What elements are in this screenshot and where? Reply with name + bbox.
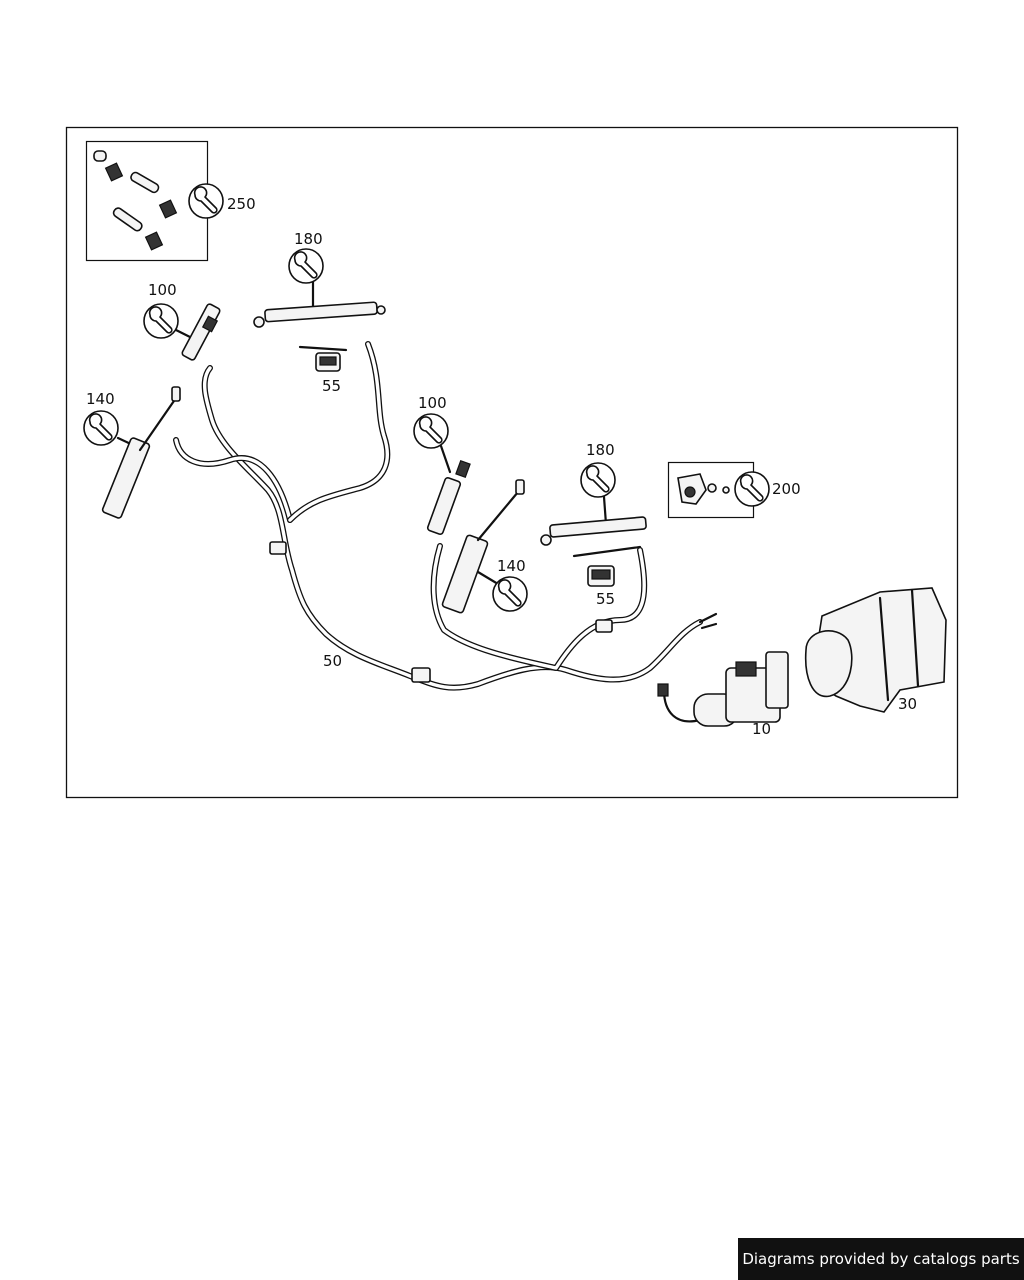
callout-55-upper: 55 xyxy=(322,377,341,395)
wrench-icon xyxy=(580,462,616,498)
wiring-harness-50: 50 xyxy=(173,341,718,691)
callout-180-middle: 180 xyxy=(586,441,615,459)
kit-200-inset: 200 xyxy=(667,461,801,519)
pump-unit-10: 10 xyxy=(657,651,789,738)
callout-100-middle: 100 xyxy=(418,394,447,412)
sensor-140-middle: 140 xyxy=(441,479,528,614)
diagram-frame xyxy=(65,126,959,799)
callout-55-middle: 55 xyxy=(596,590,615,608)
wrench-icon xyxy=(83,410,119,446)
wrench-icon xyxy=(413,413,449,449)
kit-250-inset: 250 xyxy=(85,140,256,262)
actuator-100-middle: 100 xyxy=(413,394,471,536)
callout-140-upper: 140 xyxy=(86,390,115,408)
sensor-140-upper: 140 xyxy=(83,386,181,519)
callout-180-upper: 180 xyxy=(294,230,323,248)
callout-100-upper: 100 xyxy=(148,281,177,299)
actuator-100-upper: 100 xyxy=(143,281,221,361)
wrench-icon xyxy=(188,183,224,219)
callout-30: 30 xyxy=(898,695,917,713)
reservoir-30: 30 xyxy=(804,587,947,713)
clip-55-middle: 55 xyxy=(587,565,615,608)
callout-50: 50 xyxy=(323,652,342,670)
wrench-icon xyxy=(492,576,528,612)
callout-250: 250 xyxy=(227,195,256,213)
footer-credit: Diagrams provided by catalogs parts xyxy=(738,1238,1024,1280)
rod-180-upper: 180 xyxy=(253,230,386,328)
wrench-icon xyxy=(143,303,179,339)
callout-140-middle: 140 xyxy=(497,557,526,575)
callout-10: 10 xyxy=(752,720,771,738)
clip-55-upper: 55 xyxy=(298,345,348,395)
rod-180-middle: 180 xyxy=(540,441,647,558)
pin-part xyxy=(93,150,178,251)
wrench-icon xyxy=(288,248,324,284)
callout-200: 200 xyxy=(772,480,801,498)
wrench-icon xyxy=(734,471,770,507)
